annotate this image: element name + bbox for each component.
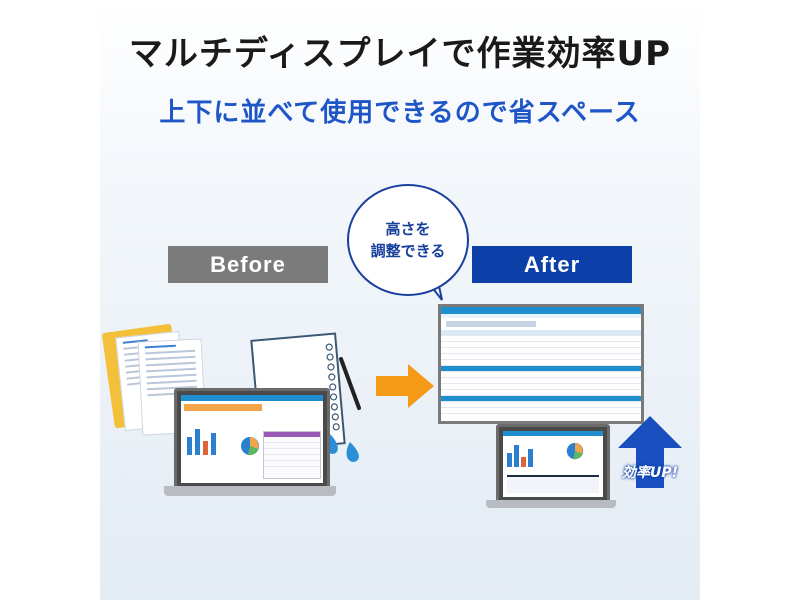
headline: マルチディスプレイで作業効率UP — [128, 34, 672, 74]
after-pie-chart-icon — [566, 442, 584, 460]
visual-stage: マルチディスプレイで作業効率UP 上下に並べて使用できるので省スペース Befo… — [100, 0, 700, 600]
bubble-line-1: 高さを — [385, 220, 431, 238]
efficiency-up-text: 効率UP! — [621, 465, 678, 481]
after-label: After — [472, 246, 632, 283]
upper-monitor — [438, 304, 644, 424]
height-adjust-bubble: 高さを 調整できる — [347, 184, 469, 296]
right-arrow-icon — [376, 364, 434, 408]
before-label: Before — [168, 246, 328, 283]
pie-chart-icon — [241, 437, 259, 456]
notebook-icon — [250, 332, 346, 452]
subheadline: 上下に並べて使用できるので省スペース — [159, 98, 641, 128]
up-arrow-icon — [618, 416, 682, 488]
after-laptop-screen — [496, 424, 610, 504]
bar-chart-icon — [187, 419, 317, 455]
bubble-line-2: 調整できる — [370, 242, 446, 260]
after-bar-chart-icon — [507, 441, 599, 467]
after-laptop-base — [486, 500, 616, 508]
notebook-rings-icon — [325, 343, 340, 431]
pen-icon — [339, 357, 361, 410]
before-laptop-base — [164, 486, 336, 496]
efficiency-up-badge: 効率UP! — [610, 414, 690, 488]
before-laptop-screen — [174, 388, 330, 490]
